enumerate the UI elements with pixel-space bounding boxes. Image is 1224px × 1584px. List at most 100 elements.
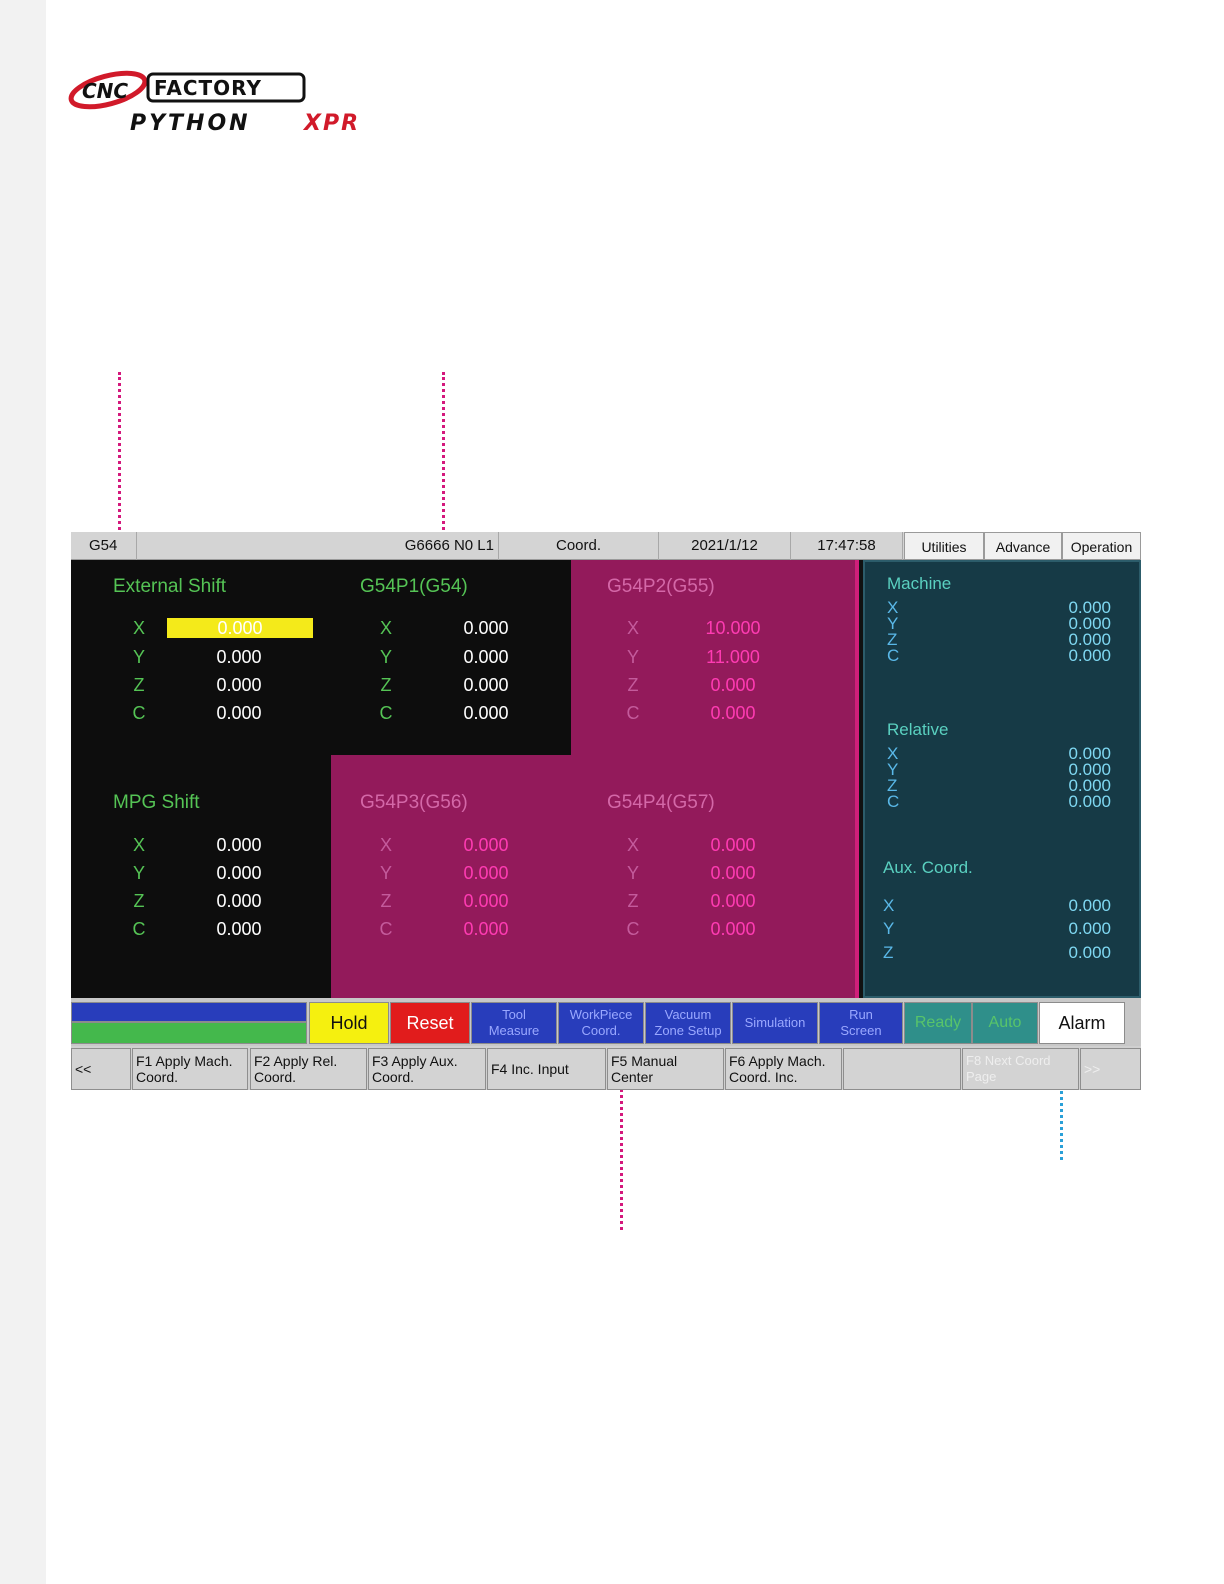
axis-label-z: Z (133, 891, 145, 911)
axis-label-z: Z (133, 675, 145, 695)
external-shift-y-input[interactable]: 0.000 (216, 647, 262, 667)
axis-label-c: C (379, 919, 393, 939)
f8-next-coord-page-button[interactable]: F8 Next Coord Page (962, 1048, 1079, 1090)
axis-label-x: X (132, 618, 145, 638)
axis-label-x: X (887, 744, 899, 763)
mpg-shift-x-input[interactable]: 0.000 (216, 835, 262, 855)
axis-label-c: C (887, 646, 900, 665)
g54p2-c-input[interactable]: 0.000 (710, 703, 756, 723)
g54p1-z-input[interactable]: 0.000 (463, 675, 509, 695)
axis-label-z: Z (887, 630, 898, 649)
svg-text:CNC: CNC (82, 79, 128, 103)
external-shift-title: External Shift (113, 576, 226, 597)
g54p4-title: G54P4(G57) (607, 792, 715, 813)
f5-manual-center-button[interactable]: F5 Manual Center (607, 1048, 724, 1090)
g54p3-y-input[interactable]: 0.000 (463, 863, 509, 883)
alarm-indicator[interactable]: Alarm (1039, 1002, 1125, 1044)
g54p3-z-input[interactable]: 0.000 (463, 891, 509, 911)
axis-label-c: C (132, 919, 146, 939)
axis-label-x: X (626, 618, 639, 638)
prev-page-button[interactable]: << (71, 1048, 131, 1090)
auto-indicator: Auto (972, 1002, 1038, 1044)
page-margin (0, 0, 46, 1584)
axis-label-x: X (626, 835, 639, 855)
axis-label-y: Y (132, 863, 145, 883)
axis-label-x: X (883, 896, 895, 915)
axis-label-c: C (887, 792, 900, 811)
vacuum-zone-setup-button[interactable]: Vacuum Zone Setup (645, 1002, 731, 1044)
run-screen-button[interactable]: Run Screen (819, 1002, 903, 1044)
external-shift-x-input[interactable]: 0.000 (167, 618, 313, 638)
f2-apply-rel-coord-button[interactable]: F2 Apply Rel. Coord. (250, 1048, 367, 1090)
operation-button[interactable]: Operation (1062, 532, 1141, 560)
highlight-edge (855, 560, 859, 998)
machine-x-value: 0.000 (1068, 598, 1111, 617)
axis-label-x: X (379, 618, 392, 638)
machine-title: Machine (887, 574, 952, 593)
machine-y-value: 0.000 (1068, 614, 1111, 633)
g54p1-y-input[interactable]: 0.000 (463, 647, 509, 667)
axis-label-z: Z (380, 675, 392, 695)
relative-c-value: 0.000 (1068, 792, 1111, 811)
g54p2-y-input[interactable]: 11.000 (706, 647, 760, 667)
svg-text:XPR: XPR (302, 111, 360, 136)
f7-empty-key (843, 1048, 961, 1090)
relative-z-value: 0.000 (1068, 776, 1111, 795)
g54p4-z-input[interactable]: 0.000 (710, 891, 756, 911)
advance-button[interactable]: Advance (984, 532, 1062, 560)
axis-label-y: Y (379, 863, 392, 883)
utilities-button[interactable]: Utilities (904, 532, 984, 560)
external-shift-c-input[interactable]: 0.000 (216, 703, 262, 723)
progress-indicator-bottom (71, 1022, 307, 1044)
g54p2-title: G54P2(G55) (607, 576, 715, 597)
axis-label-c: C (132, 703, 146, 723)
g54p3-x-input[interactable]: 0.000 (463, 835, 509, 855)
mpg-shift-z-input[interactable]: 0.000 (216, 891, 262, 911)
axis-label-z: Z (883, 943, 894, 962)
workpiece-coord-button[interactable]: WorkPiece Coord. (558, 1002, 644, 1044)
cnc-screen: G54 G6666 N0 L1 Coord. 2021/1/12 17:47:5… (71, 532, 1141, 1090)
machine-c-value: 0.000 (1068, 646, 1111, 665)
g54p4-x-input[interactable]: 0.000 (710, 835, 756, 855)
f6-apply-mach-coord-inc-button[interactable]: F6 Apply Mach. Coord. Inc. (725, 1048, 842, 1090)
g54p1-x-input[interactable]: 0.000 (463, 618, 509, 638)
axis-label-x: X (132, 835, 145, 855)
axis-label-z: Z (627, 891, 639, 911)
highlight-area (571, 560, 859, 998)
f1-apply-mach-coord-button[interactable]: F1 Apply Mach. Coord. (132, 1048, 248, 1090)
highlight-area (331, 755, 571, 998)
hold-button[interactable]: Hold (309, 1002, 389, 1044)
g54p1-c-input[interactable]: 0.000 (463, 703, 509, 723)
g54p2-x-input[interactable]: 10.000 (705, 618, 761, 638)
g54p4-y-input[interactable]: 0.000 (710, 863, 756, 883)
g54p3-c-input[interactable]: 0.000 (463, 919, 509, 939)
panel-divider (859, 560, 863, 998)
mpg-shift-title: MPG Shift (113, 792, 200, 813)
g54p4-c-input[interactable]: 0.000 (710, 919, 756, 939)
f3-apply-aux-coord-button[interactable]: F3 Apply Aux. Coord. (368, 1048, 486, 1090)
g54p2-z-input[interactable]: 0.000 (710, 675, 756, 695)
external-shift-z-input[interactable]: 0.000 (216, 675, 262, 695)
callout-line (118, 372, 121, 572)
g54p3-title: G54P3(G56) (360, 792, 468, 813)
aux-coord-title: Aux. Coord. (883, 858, 973, 877)
simulation-button[interactable]: Simulation (732, 1002, 818, 1044)
svg-text:FACTORY: FACTORY (154, 76, 262, 100)
program-indicator: G6666 N0 L1 (137, 532, 499, 560)
axis-label-c: C (379, 703, 393, 723)
axis-label-x: X (887, 598, 899, 617)
aux-z-value: 0.000 (1068, 943, 1111, 962)
reset-button[interactable]: Reset (390, 1002, 470, 1044)
axis-label-y: Y (379, 647, 392, 667)
mode-bar: Hold Reset Tool Measure WorkPiece Coord.… (71, 998, 1141, 1046)
mpg-shift-y-input[interactable]: 0.000 (216, 863, 262, 883)
machine-z-value: 0.000 (1068, 630, 1111, 649)
axis-label-c: C (626, 919, 640, 939)
f4-inc-input-button[interactable]: F4 Inc. Input (487, 1048, 606, 1090)
tool-measure-button[interactable]: Tool Measure (471, 1002, 557, 1044)
date-display: 2021/1/12 (659, 532, 791, 560)
axis-label-y: Y (626, 647, 639, 667)
next-page-button[interactable]: >> (1080, 1048, 1141, 1090)
callout-line (620, 950, 623, 1230)
mpg-shift-c-input[interactable]: 0.000 (216, 919, 262, 939)
